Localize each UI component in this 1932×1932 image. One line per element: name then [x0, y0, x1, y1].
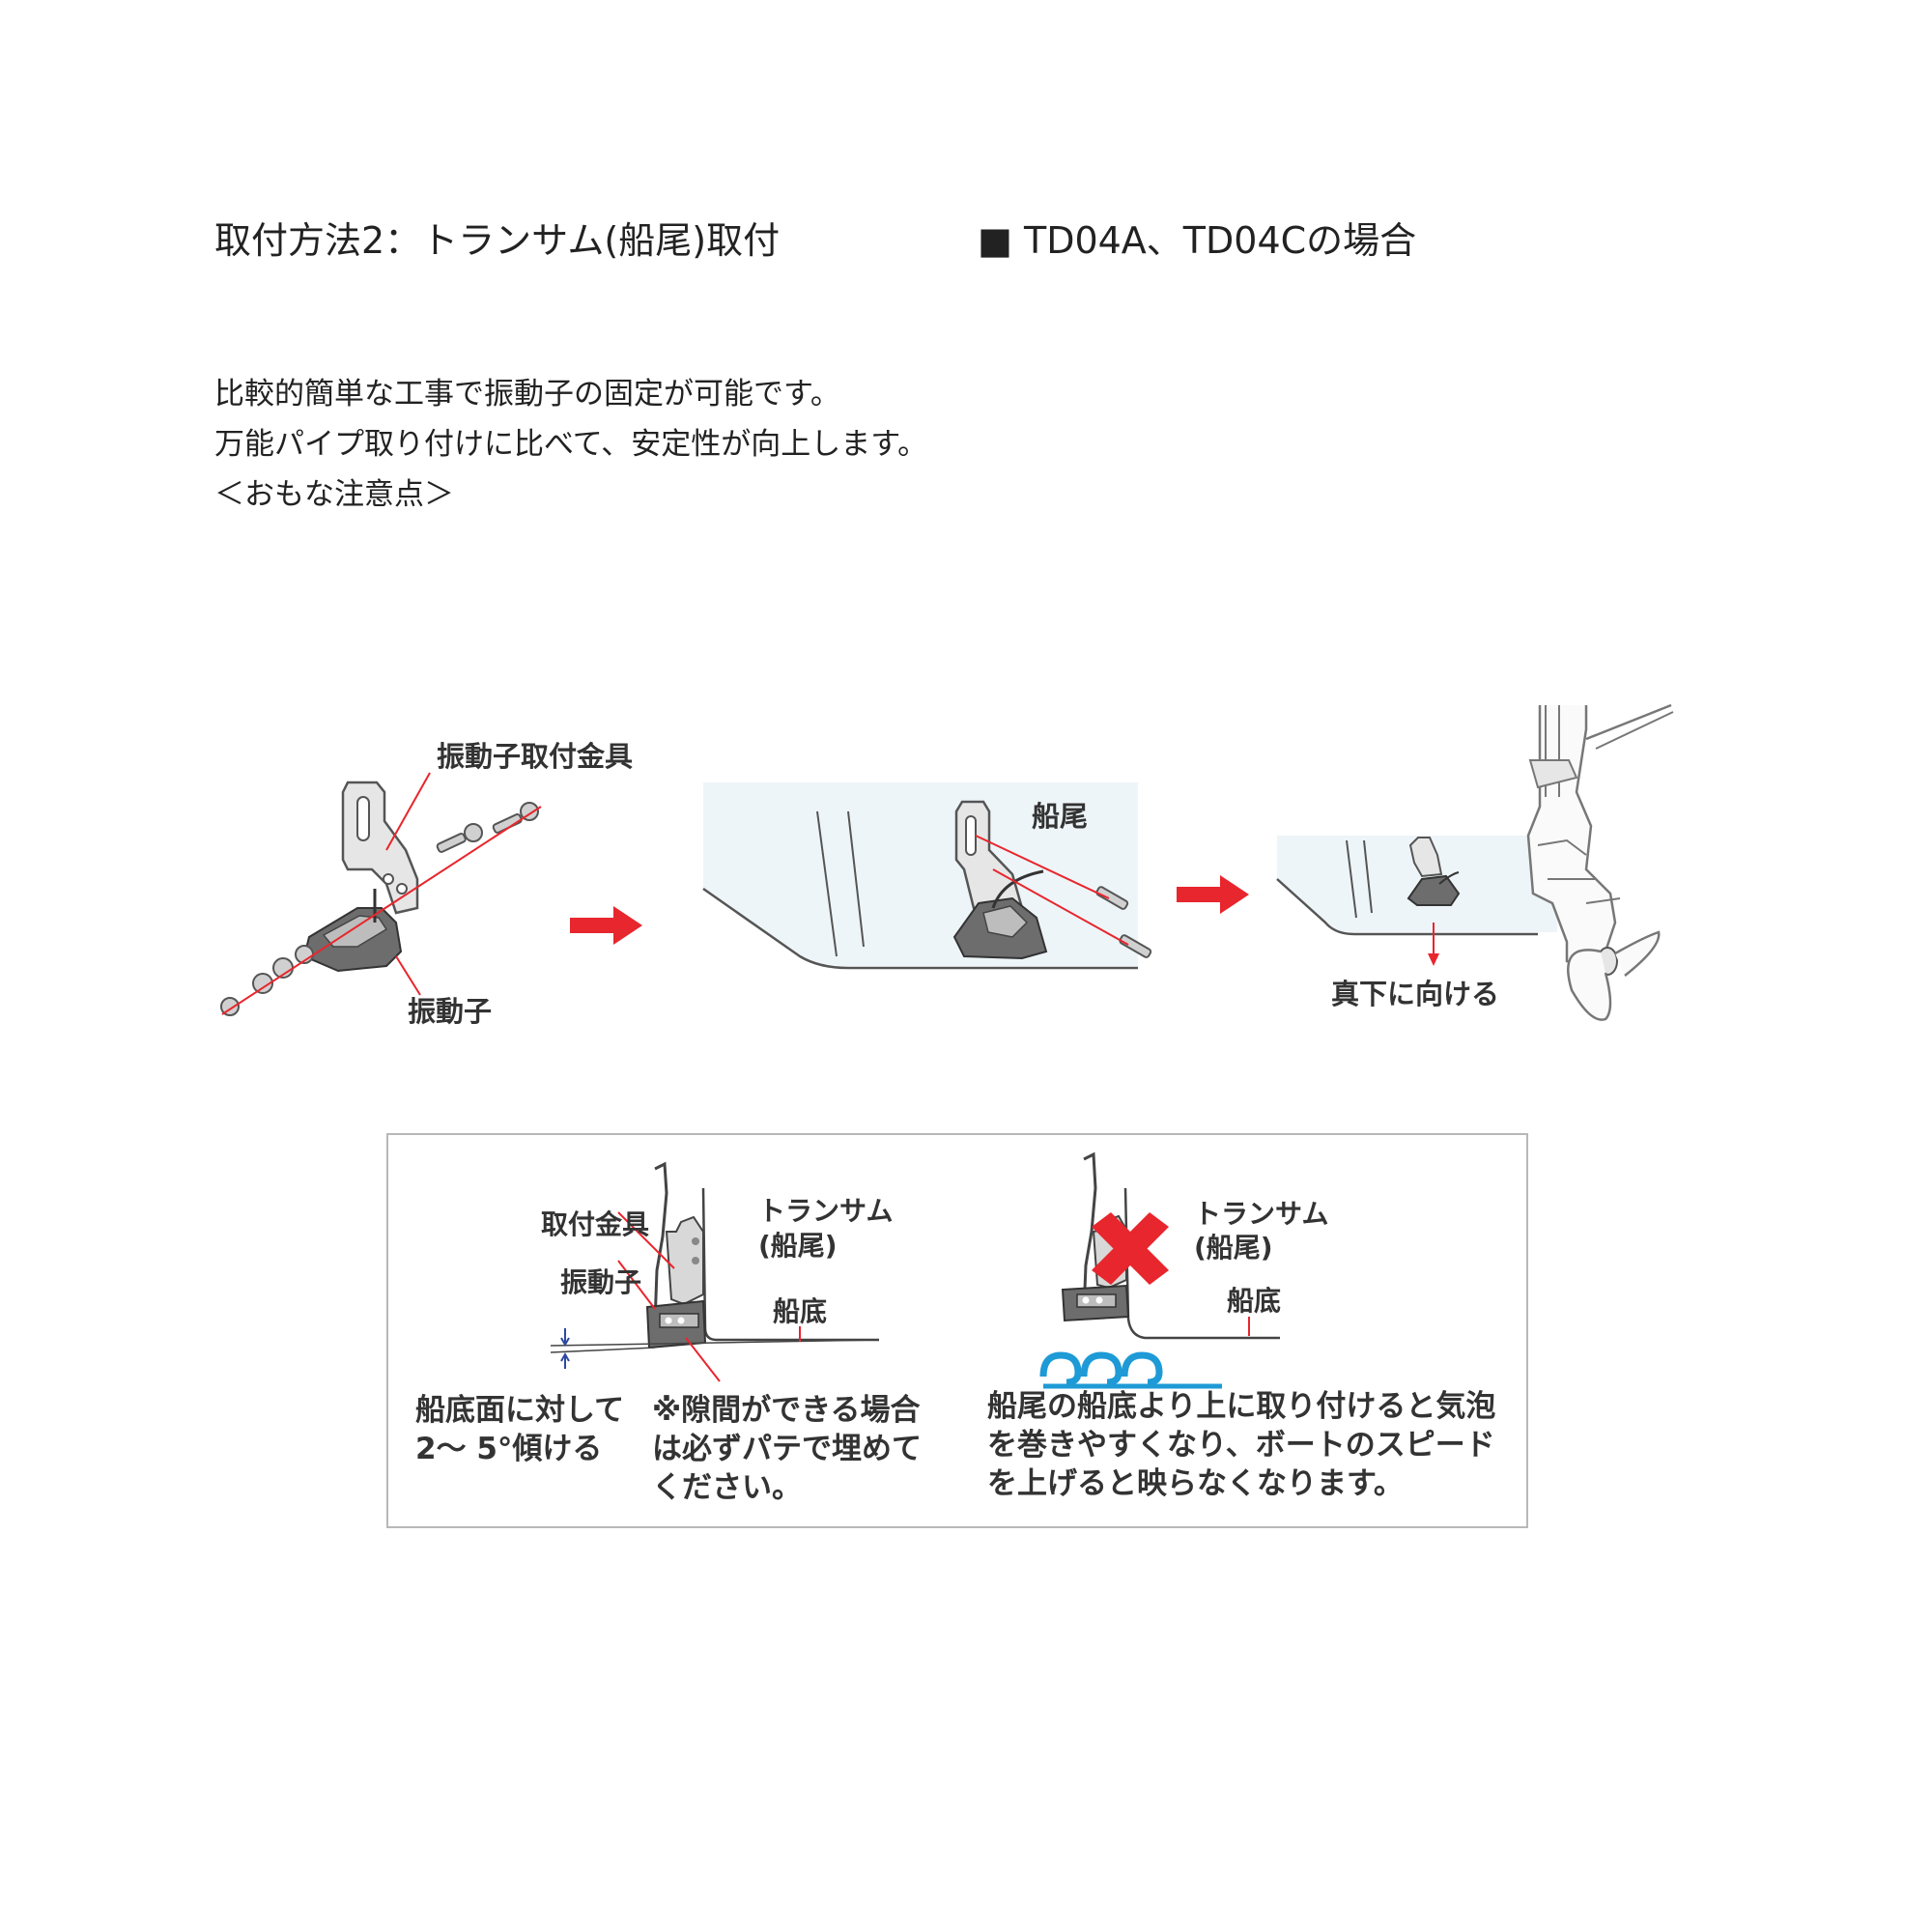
gap-note: ※隙間ができる場合 は必ずパテで埋めて ください。 — [652, 1391, 922, 1507]
tilt-note-line-2: 2～ 5°傾ける — [415, 1432, 603, 1466]
incorrect-mount-diagram — [1039, 1151, 1280, 1389]
bad-transom-sub: (船尾) — [1194, 1232, 1273, 1264]
arrow-right-icon — [1177, 875, 1249, 914]
intro-line-3: ＜おもな注意点＞ — [214, 477, 454, 512]
tilt-note: 船底面に対して 2～ 5°傾ける — [415, 1391, 624, 1468]
page-title: 取付方法2：トランサム(船尾)取付 — [214, 219, 781, 262]
bubble-icon — [1039, 1351, 1222, 1389]
bubble-warning-line-3: を上げると映らなくなります。 — [987, 1466, 1404, 1501]
face-down-label: 真下に向ける — [1331, 978, 1500, 1010]
good-transom-sub: (船尾) — [758, 1230, 838, 1262]
transducer-label: 振動子 — [408, 995, 493, 1028]
stern-mount-illustration — [702, 782, 1152, 970]
bubble-warning-line-1: 船尾の船底より上に取り付けると気泡 — [987, 1389, 1496, 1424]
red-x-icon — [1092, 1212, 1169, 1285]
bad-hull-label: 船底 — [1227, 1285, 1282, 1317]
bubble-warning: 船尾の船底より上に取り付けると気泡 を巻きやすくなり、ボートのスピード を上げる… — [987, 1387, 1495, 1503]
gap-note-line-3: ください。 — [652, 1470, 802, 1505]
intro-line-1: 比較的簡単な工事で振動子の固定が可能です。 — [214, 377, 840, 412]
outboard-illustration — [1276, 703, 1674, 1021]
correct-mount-diagram — [550, 1161, 880, 1382]
bubble-warning-line-2: を巻きやすくなり、ボートのスピード — [987, 1428, 1495, 1463]
good-transom-label: トランサム — [758, 1195, 894, 1227]
good-transducer-label: 振動子 — [560, 1266, 642, 1298]
good-bracket-label: 取付金具 — [541, 1208, 650, 1240]
good-hull-label: 船底 — [773, 1295, 828, 1327]
intro-line-2: 万能パイプ取り付けに比べて、安定性が向上します。 — [214, 427, 928, 462]
gap-note-line-2: は必ずパテで埋めて — [652, 1432, 922, 1466]
arrow-right-icon — [570, 906, 642, 945]
bracket-label: 振動子取付金具 — [437, 740, 634, 773]
model-title: ■ TD04A、TD04Cの場合 — [978, 219, 1417, 262]
stern-label: 船尾 — [1032, 800, 1089, 833]
tilt-note-line-1: 船底面に対して — [415, 1393, 625, 1428]
bad-transom-label: トランサム — [1194, 1198, 1329, 1230]
gap-note-line-1: ※隙間ができる場合 — [652, 1393, 921, 1428]
caution-box — [386, 1133, 1528, 1528]
parts-illustration — [220, 772, 542, 1016]
